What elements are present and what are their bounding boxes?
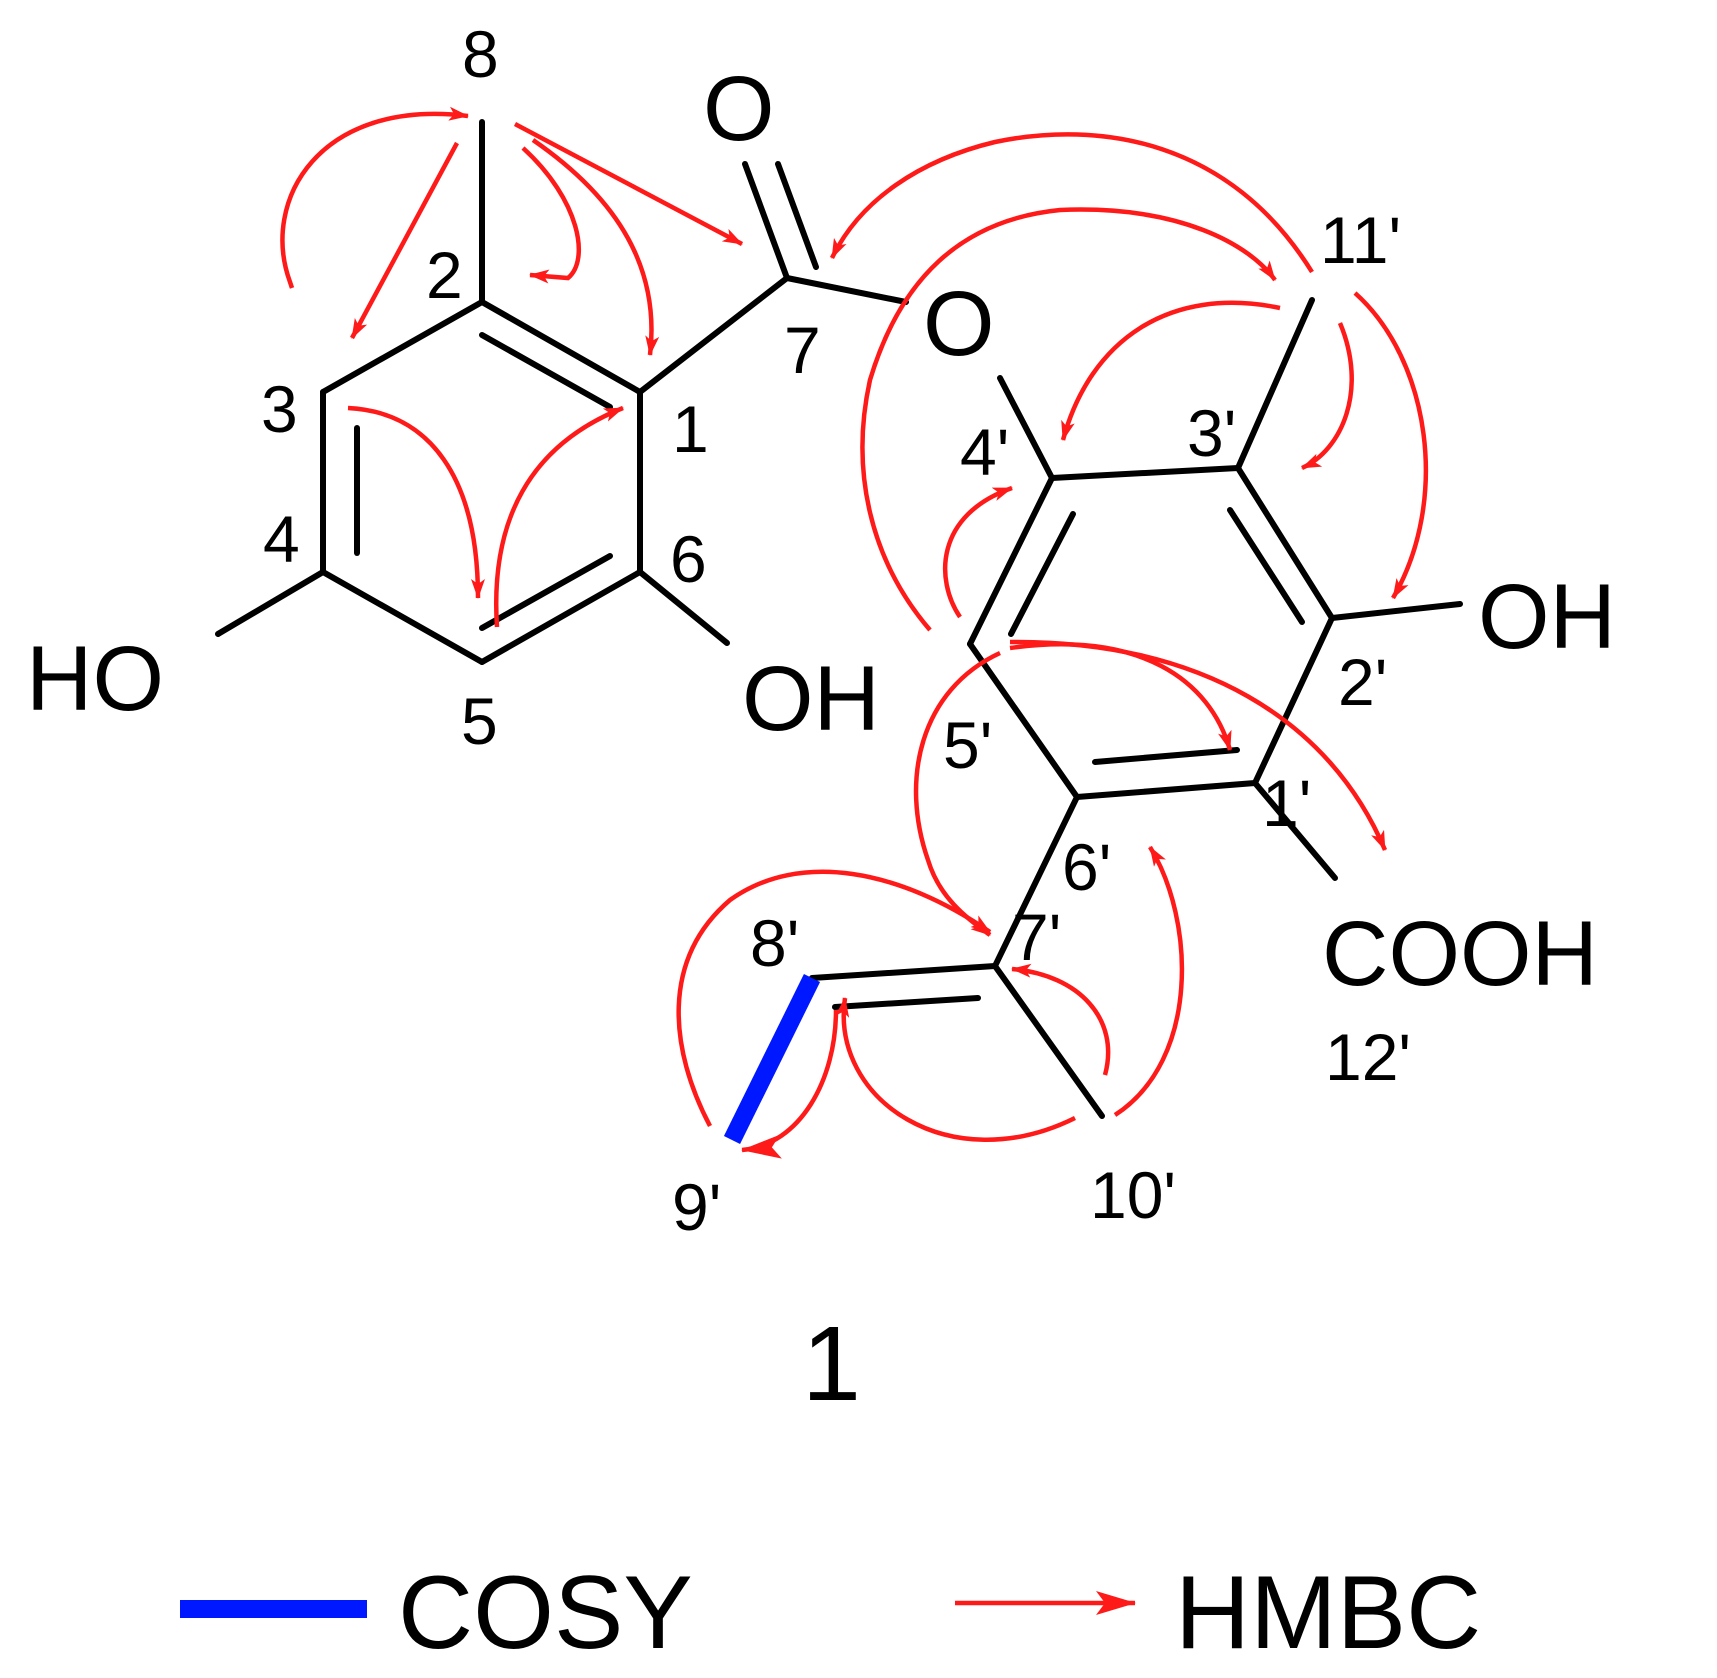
bond-c5-c4 — [320, 569, 485, 665]
bonds — [215, 119, 1463, 1119]
atom-label-c1p: 1' — [1262, 766, 1311, 840]
hmbc-h9p-c7p — [676, 869, 992, 1128]
atom-label-c8p: 8' — [750, 906, 799, 980]
hmbc-h5p-c4p — [942, 485, 1013, 619]
hmbc-h5p-c1p — [1009, 642, 1233, 751]
bond-o-c4p — [997, 375, 1055, 481]
bond-c2-c1 — [479, 299, 643, 395]
atom-label-c5p: 5' — [943, 708, 992, 782]
hmbc-h8p-c9p — [741, 1009, 839, 1159]
hmbc-h8-c1 — [521, 146, 582, 284]
hmbc-h11p-c3p — [1301, 322, 1354, 471]
group-labels: O O HO OH OH COOH — [26, 58, 1616, 1005]
bond-c5p-c4p — [967, 475, 1055, 647]
label-carboxylic-acid: COOH — [1322, 903, 1598, 1005]
hmbc-h8-c7 — [513, 122, 744, 246]
hmbc-h5p-c12p — [1009, 639, 1388, 851]
bond-c6-c5-inner — [479, 553, 613, 631]
hmbc-h10p-c6p — [1113, 845, 1185, 1117]
bond-c3p-c2p-inner — [1227, 507, 1305, 625]
hmbc-h10p-c8p — [835, 997, 1076, 1142]
atom-label-c4: 4 — [263, 502, 300, 576]
compound-number: 1 — [802, 1305, 861, 1423]
atom-label-c1: 1 — [672, 392, 709, 466]
atom-label-c7p: 7' — [1012, 900, 1061, 974]
cosy-bond-c8p-c9p — [723, 974, 821, 1144]
bond-c7-o-carbonyl-b — [775, 161, 819, 270]
hmbc-h8-c1b — [531, 138, 660, 356]
hmbc-h11p-c7 — [829, 132, 1314, 274]
atom-label-c6p: 6' — [1062, 830, 1111, 904]
bond-c2p-oh — [1329, 601, 1463, 621]
bond-c1-c7 — [637, 275, 790, 395]
atom-label-c12p: 12' — [1325, 1020, 1411, 1094]
atom-label-c2p: 2' — [1338, 645, 1387, 719]
legend: COSY HMBC — [180, 1555, 1481, 1671]
atom-label-c11p: 11' — [1320, 203, 1401, 277]
hmbc-h5p-c11p — [860, 207, 1277, 632]
bond-c7p-c10p — [992, 963, 1105, 1119]
bond-c6p-c7p — [992, 794, 1080, 969]
hmbc-h8-c2 — [280, 106, 469, 289]
bond-c3p-c2p — [1235, 465, 1335, 621]
bond-c1p-c6p — [1074, 780, 1258, 800]
hmbc-h10p-c7p — [1011, 963, 1111, 1076]
bond-c3-c2 — [320, 299, 485, 395]
bond-c2-c1-inner — [479, 332, 613, 410]
atom-label-c2: 2 — [426, 238, 463, 312]
hmbc-h5p-c7p — [913, 650, 1001, 937]
bond-c2p-c1p — [1252, 615, 1335, 786]
legend-cosy-label: COSY — [398, 1555, 693, 1671]
bond-c7-o-ester — [784, 275, 909, 305]
hmbc-h8-c3 — [350, 141, 459, 340]
bond-c3p-c11p — [1235, 297, 1315, 471]
bond-c4p-c3p — [1049, 465, 1241, 481]
hmbc-h11p-c2p — [1353, 291, 1428, 600]
atom-label-c5: 5 — [461, 684, 498, 758]
hmbc-h11p-c4p — [1060, 300, 1281, 441]
atom-label-c8: 8 — [462, 17, 499, 91]
bond-c1p-cooh — [1252, 780, 1338, 881]
bond-c1p-c6p-inner — [1092, 747, 1240, 765]
atom-label-c6: 6 — [670, 522, 707, 596]
bond-c5p-c4p-inner — [1008, 511, 1076, 637]
atom-label-c3p: 3' — [1187, 396, 1236, 470]
bond-c7p-c8p — [809, 963, 998, 981]
bond-c6p-c5p — [967, 641, 1080, 800]
atom-label-c7: 7 — [784, 313, 821, 387]
atom-label-c3: 3 — [261, 372, 298, 446]
atom-label-c9p: 9' — [672, 1170, 721, 1244]
bond-c7-o-carbonyl-a — [742, 161, 790, 281]
legend-hmbc-label: HMBC — [1175, 1555, 1481, 1671]
atom-label-c4p: 4' — [960, 415, 1009, 489]
label-carbonyl-oxygen: O — [703, 58, 775, 160]
bond-c7p-c8p-inner — [832, 995, 981, 1010]
hmbc-arrows — [280, 106, 1428, 1159]
bond-c4-oh — [215, 569, 326, 637]
hmbc-h5-c1 — [494, 405, 624, 628]
atom-label-c10p: 10' — [1090, 1158, 1176, 1232]
label-hydroxyl-c4: HO — [26, 628, 164, 730]
label-hydroxyl-c2p: OH — [1478, 566, 1616, 668]
label-ester-oxygen: O — [923, 273, 995, 375]
hmbc-h3-c5 — [347, 405, 485, 599]
bond-c6-oh — [637, 569, 730, 646]
bond-c6-c5 — [479, 569, 643, 665]
label-hydroxyl-c6: OH — [742, 648, 880, 750]
atom-labels: 8 2 3 1 7 4 6 5 11' 3' 4' 2' 5' 1' 6' 7'… — [261, 17, 1411, 1244]
